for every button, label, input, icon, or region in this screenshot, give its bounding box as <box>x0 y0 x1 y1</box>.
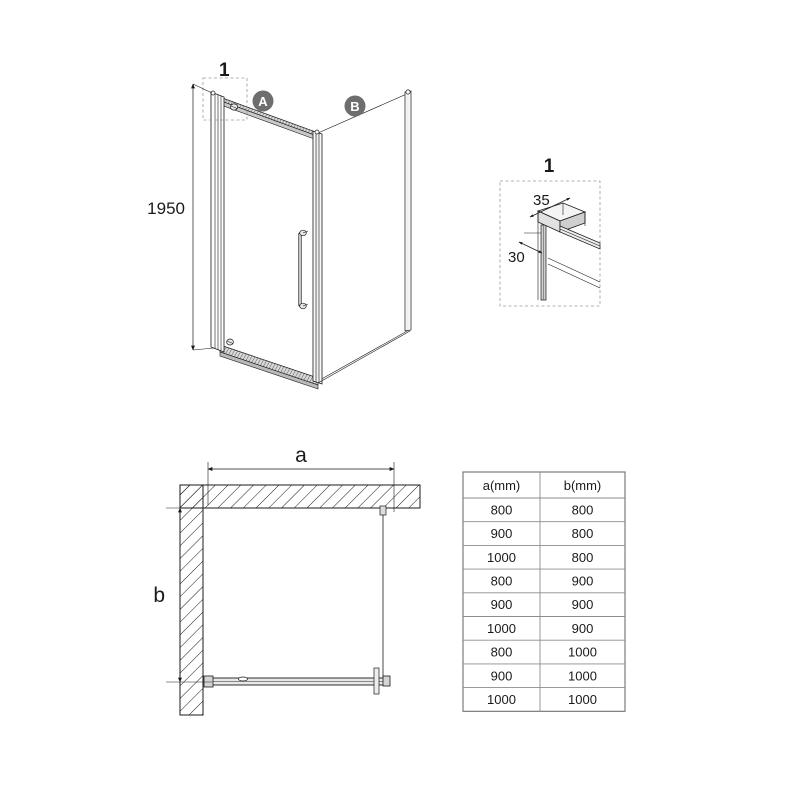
table-row[interactable]: 900 800 <box>491 526 594 541</box>
hinge-post-top-cap <box>210 90 216 96</box>
size-table-cell: 900 <box>491 526 513 541</box>
size-table-cell: 800 <box>491 645 513 660</box>
size-table-cell: 1000 <box>487 550 516 565</box>
table-row[interactable]: 1000 900 <box>487 621 593 636</box>
callout-b-letter: B <box>350 99 359 114</box>
table-row[interactable]: 800 800 <box>491 502 594 517</box>
plan-dimension-a: a <box>207 444 395 512</box>
size-table-cell: 1000 <box>568 668 597 683</box>
table-row[interactable]: 900 1000 <box>491 668 597 683</box>
size-table-cell: 900 <box>491 668 513 683</box>
detail-dimension-30-value: 30 <box>508 249 525 266</box>
size-table-cell: 1000 <box>568 692 597 707</box>
table-row[interactable]: 1000 800 <box>487 550 593 565</box>
door-bottom-rail-edge <box>219 351 319 390</box>
iso-view: A B 1 1950 <box>147 60 412 390</box>
corner-post-top-cap <box>314 129 320 135</box>
size-table-header-b: b(mm) <box>564 478 602 493</box>
size-table-cell: 900 <box>491 597 513 612</box>
table-row[interactable]: 900 900 <box>491 597 594 612</box>
height-dimension-value: 1950 <box>147 199 185 218</box>
panel-a-door-glass <box>221 99 317 382</box>
plan-handle-fitting <box>373 667 380 695</box>
detail-view-title: 1 <box>544 156 555 177</box>
floor-edge-line <box>317 330 411 384</box>
size-table-cell: 900 <box>572 621 594 636</box>
plan-dimension-b: b <box>153 507 212 683</box>
plan-left-wall <box>179 484 204 716</box>
detail-lower-edge-line <box>547 263 601 289</box>
size-table-cell: 1000 <box>487 621 516 636</box>
table-row[interactable]: 800 900 <box>491 573 594 588</box>
size-table-cell: 900 <box>572 597 594 612</box>
callout-bubble-b: B <box>344 95 366 117</box>
size-table-header-a: a(mm) <box>483 478 521 493</box>
hinge-upper <box>230 103 238 111</box>
plan-dimension-a-label: a <box>295 444 307 467</box>
panel-b-right-mullion <box>404 90 412 332</box>
callout-a-letter: A <box>258 94 268 109</box>
callout-bubble-a: A <box>252 90 274 112</box>
table-row[interactable]: 1000 1000 <box>487 692 597 707</box>
size-table-cell: 800 <box>572 502 594 517</box>
detail-1-marker-box <box>202 77 248 121</box>
plan-view: a b <box>153 444 421 716</box>
plan-hinge-bracket <box>203 675 214 688</box>
size-table-cell: 800 <box>491 502 513 517</box>
plan-corner-bracket <box>382 675 391 687</box>
hinge-lower <box>226 338 234 346</box>
plan-dimension-b-label: b <box>153 584 165 607</box>
size-table-cell: 800 <box>491 573 513 588</box>
size-table-border <box>462 471 626 712</box>
size-table-cell: 1000 <box>568 645 597 660</box>
panel-b-glass <box>317 92 410 382</box>
panel-b-top-fitting <box>405 89 411 95</box>
size-table-cell: 800 <box>572 550 594 565</box>
table-row[interactable]: 800 1000 <box>491 645 597 660</box>
size-table-cell: 1000 <box>487 692 516 707</box>
detail-dimension-35-value: 35 <box>533 192 550 209</box>
hinge-post-profile <box>210 91 225 353</box>
plan-door-seal <box>238 676 248 682</box>
plan-side-panel-top-bracket <box>379 505 387 516</box>
detail-lower-edge-line-2 <box>547 257 601 283</box>
detail-view-1: 1 35 <box>499 156 601 307</box>
detail-dimension-30: 30 <box>508 241 543 266</box>
detail-dimension-35: 35 <box>529 192 571 218</box>
detail-1-marker-label: 1 <box>219 60 230 81</box>
corner-post-profile <box>312 130 323 385</box>
size-table-cell: 800 <box>572 526 594 541</box>
plan-top-wall <box>179 484 421 509</box>
height-dimension-1950: 1950 <box>147 83 215 351</box>
detail-view-frame <box>499 180 601 307</box>
door-handle <box>298 229 309 310</box>
size-table-cell: 900 <box>572 573 594 588</box>
